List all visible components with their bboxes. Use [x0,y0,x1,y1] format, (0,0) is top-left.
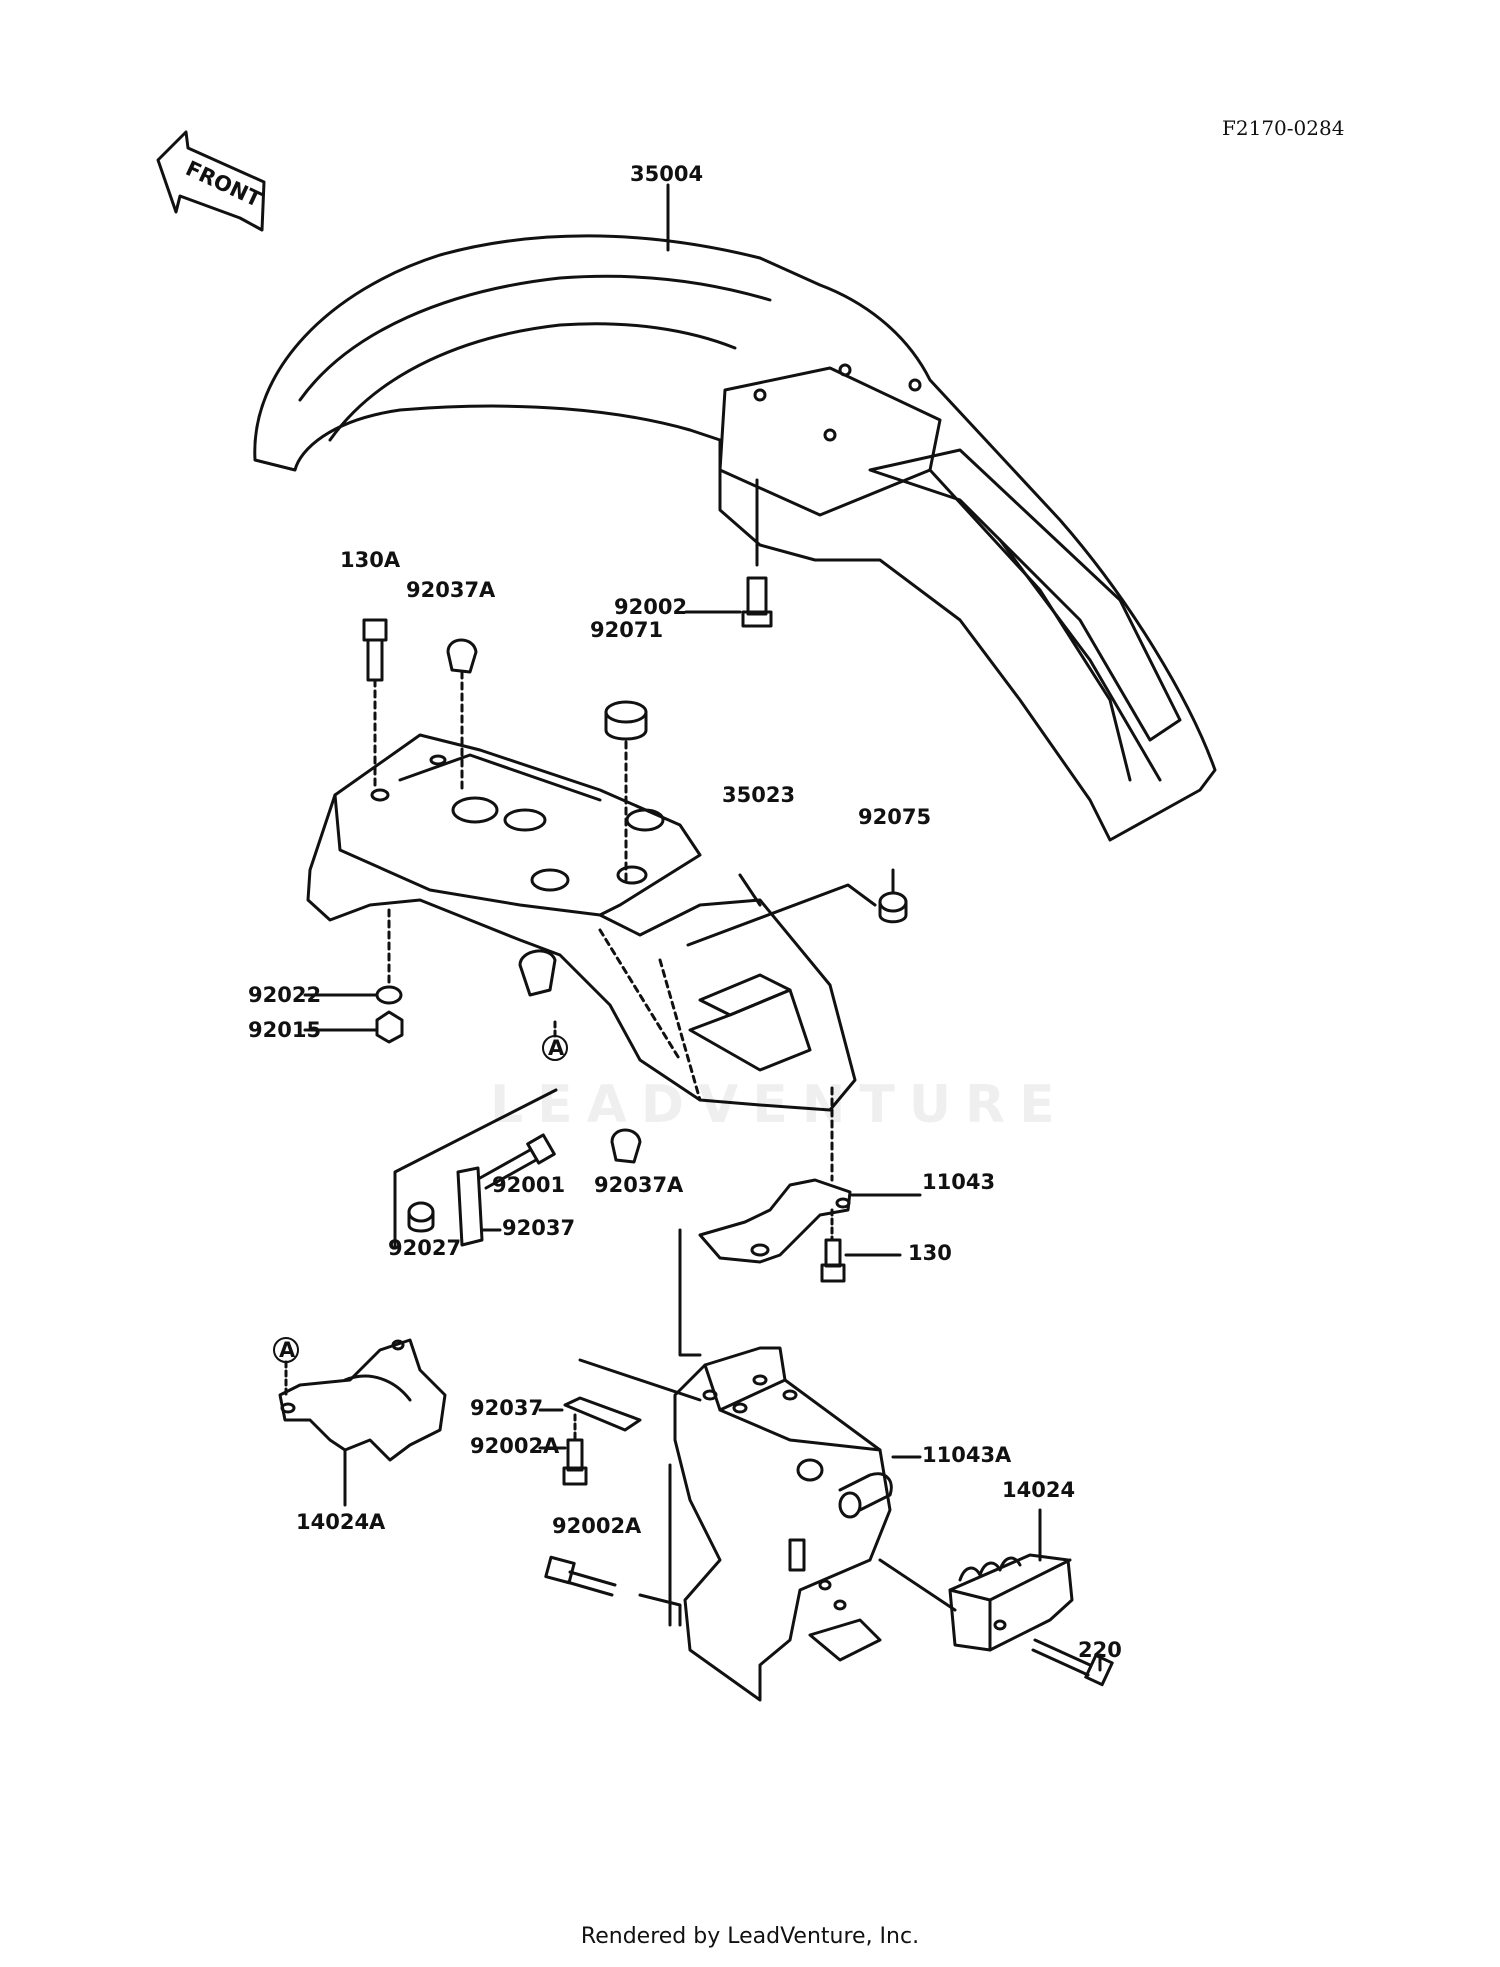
callout-92075: 92075 [858,805,932,829]
washer-92022 [303,908,403,1005]
block-14024 [878,1508,1074,1652]
plate-92037 [393,1088,558,1250]
figure-code: F2170-0284 [1222,116,1345,140]
bolt-130 [820,1208,902,1283]
reference-mark-a-upper-label: A [548,1036,565,1060]
reference-mark-a-lower: A [273,1337,299,1397]
bolt-130a [362,618,388,792]
grommet-92071 [604,700,648,882]
watermark: LEADVENTURE [490,1075,1069,1135]
callout-130: 130 [908,1241,952,1265]
callout-11043a: 11043A [922,1443,1012,1467]
callout-92002a-lower: 92002A [552,1514,642,1538]
bolt-92002a-lower [544,1463,682,1627]
callout-220: 220 [1078,1638,1122,1662]
reference-mark-a-upper: A [542,1018,568,1061]
render-credit: Rendered by LeadVenture, Inc. [580,1924,920,1949]
collar-92027 [407,1201,435,1233]
callout-35004: 35004 [630,162,704,186]
callout-14024: 14024 [1002,1478,1076,1502]
clip-92037a-lower [610,1128,642,1164]
grommet-92075 [686,868,908,947]
callout-92022: 92022 [248,983,322,1007]
callout-92071: 92071 [590,618,664,642]
bolt-92002a-upper [538,1413,588,1486]
clip-92037a-top [446,638,478,792]
callout-92001: 92001 [492,1173,566,1197]
bolt-220 [1031,1638,1114,1687]
bracket-11043 [678,1086,922,1357]
callout-92037a-lower: 92037A [594,1173,684,1197]
callout-35023: 35023 [722,783,796,807]
front-arrow-icon: FRONT [156,130,266,232]
callout-92037: 92037 [502,1216,576,1240]
plate-92037-lower [538,1396,642,1432]
callout-92027: 92027 [388,1236,462,1260]
callout-14024a: 14024A [296,1510,386,1534]
callout-11043: 11043 [922,1170,996,1194]
callout-92002: 92002 [614,595,688,619]
front-fender [253,183,1217,842]
callout-92037a-top: 92037A [406,578,496,602]
callout-92002a-upper: 92002A [470,1434,560,1458]
bolt-92002 [684,478,773,628]
bolt-92001 [478,1133,556,1190]
callout-130a: 130A [340,548,401,572]
bracket-11043a [578,1346,922,1702]
callout-92037-lower: 92037 [470,1396,544,1420]
rear-fender [306,733,857,1112]
bracket-14024a [278,1338,447,1507]
nut-92015 [303,1010,404,1044]
reference-mark-a-lower-label: A [279,1338,296,1362]
callout-92015: 92015 [248,1018,322,1042]
